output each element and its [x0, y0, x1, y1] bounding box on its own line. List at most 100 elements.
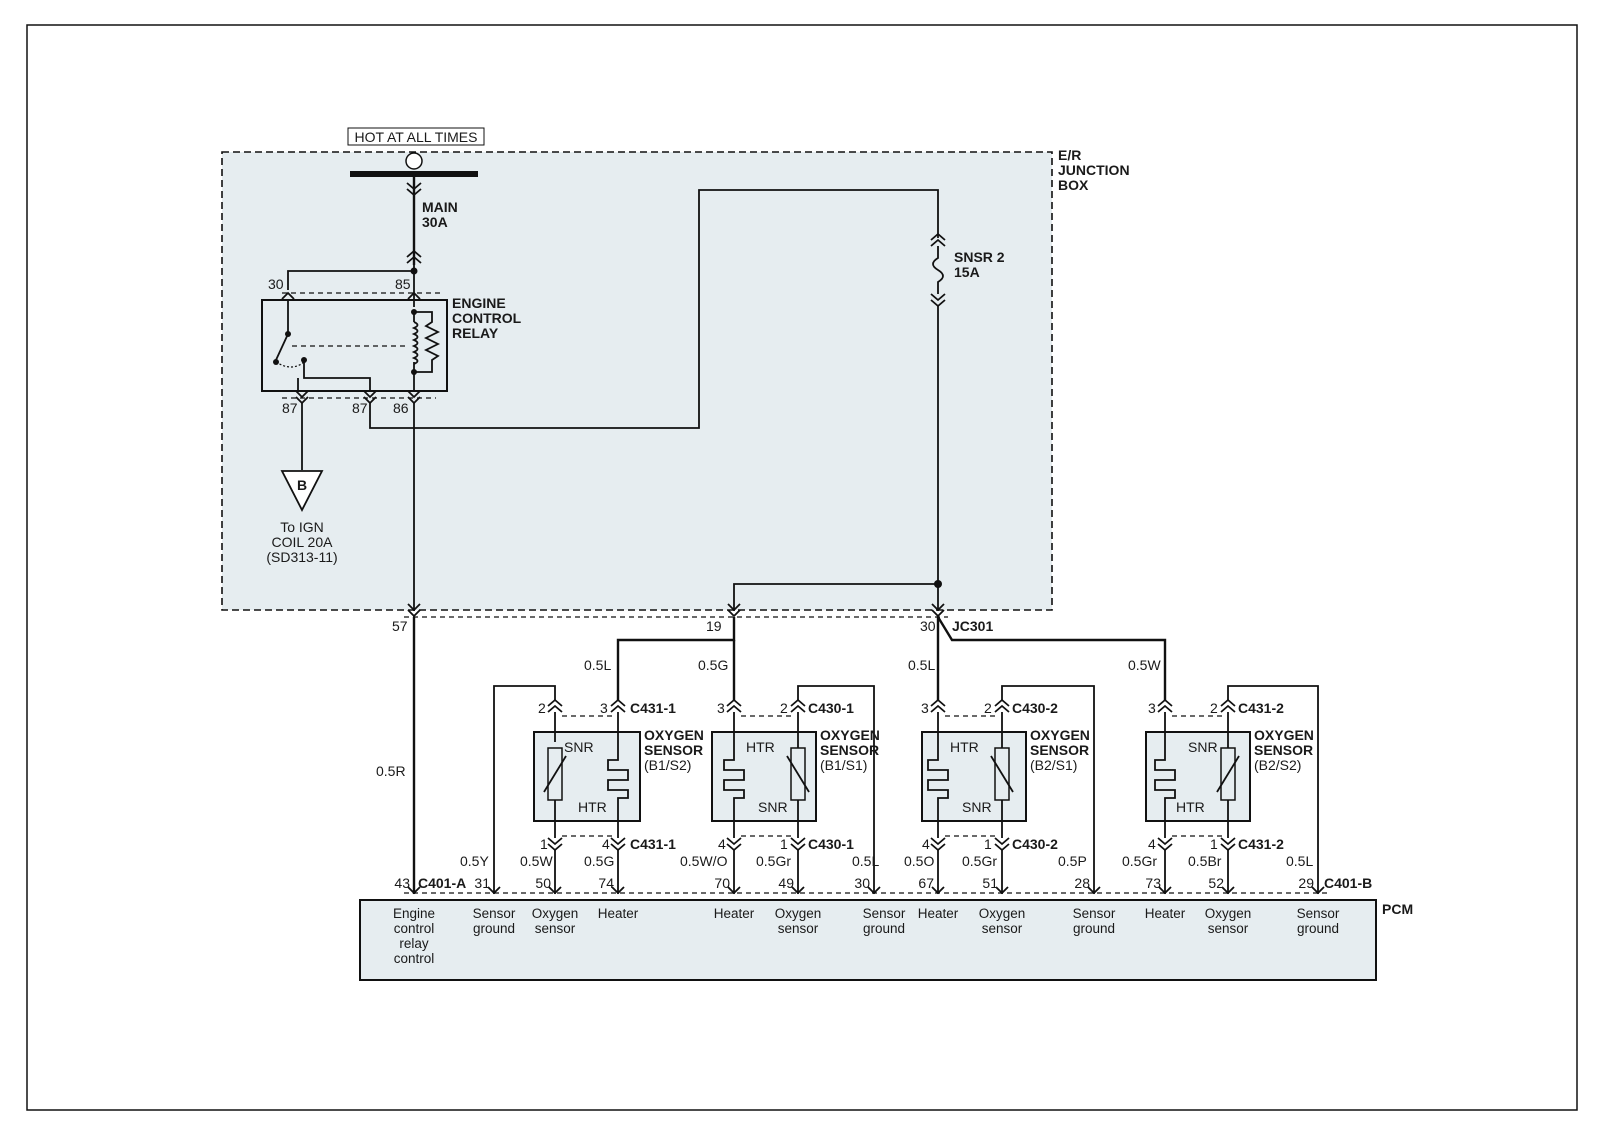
pcm-function-label: Heater	[918, 906, 959, 921]
sensor-internal-label: HTR	[746, 739, 775, 755]
wire-s4-0-5L: 0.5L	[1286, 853, 1313, 869]
wire-s3-0-5P: 0.5P	[1058, 853, 1087, 869]
relay-pin-30: 30	[268, 276, 284, 292]
pin-arrow	[791, 886, 805, 895]
pin-arrow	[995, 886, 1009, 895]
junction-box-label-3: BOX	[1058, 177, 1089, 193]
pcm-function-label: Heater	[598, 906, 639, 921]
pcm-function-label: Oxygen	[1205, 906, 1252, 921]
pcm-pin-73: 73	[1145, 875, 1161, 891]
pin-arrow	[1221, 886, 1235, 895]
bus-terminal	[405, 152, 423, 170]
wire-s1-0-5G: 0.5G	[584, 853, 614, 869]
pcm-pin-31: 31	[474, 875, 490, 891]
wire-s1-0-5Y: 0.5Y	[460, 853, 489, 869]
pin: 4	[718, 836, 726, 852]
pcm-pin-52: 52	[1208, 875, 1224, 891]
pcm-function-label: Oxygen	[979, 906, 1026, 921]
relay-pin-85: 85	[395, 276, 411, 292]
pin: 1	[1210, 836, 1218, 852]
pin-arrow	[611, 886, 625, 895]
pcm-function-label: Oxygen	[775, 906, 822, 921]
pcm-function-label: sensor	[535, 921, 576, 936]
pcm-function-label: Oxygen	[532, 906, 579, 921]
jc301-label: JC301	[952, 618, 993, 634]
pcm-pin-29: 29	[1298, 875, 1314, 891]
wire-0-5R: 0.5R	[376, 763, 406, 779]
junction-box-label-1: E/R	[1058, 147, 1081, 163]
power-source-box	[347, 127, 485, 146]
oxygen-sensor-b2-s2: 3 2 C431-2 SNR HTR OXYGEN SENSOR (B2/S2)…	[1145, 685, 1319, 894]
wire-s4-0-5Gr: 0.5Gr	[1122, 853, 1157, 869]
sensor-position: (B1/S2)	[644, 757, 691, 773]
sensor-name: OXYGEN	[1030, 727, 1090, 743]
pcm-pin-50: 50	[535, 875, 551, 891]
sensor-name: OXYGEN	[644, 727, 704, 743]
pin-arrow	[867, 886, 881, 895]
wire-s4-0-5Br: 0.5Br	[1188, 853, 1222, 869]
wire-s2-0-5WO: 0.5W/O	[680, 853, 728, 869]
wire-s2-0-5Gr: 0.5Gr	[756, 853, 791, 869]
pcm-pin-49: 49	[778, 875, 794, 891]
pcm-pin-43: 43	[394, 875, 410, 891]
oxygen-sensor-b2-s1: 3 2 C430-2 HTR SNR OXYGEN SENSOR (B2/S1)…	[921, 685, 1095, 894]
connector-label: C430-2	[1012, 700, 1058, 716]
sensor-internal-label: HTR	[950, 739, 979, 755]
relay-pin-87a: 87	[282, 400, 298, 416]
relay-pin-87b: 87	[352, 400, 368, 416]
wire-0-5G: 0.5G	[698, 657, 728, 673]
pcm-function-label: Heater	[1145, 906, 1186, 921]
wire-s2-0-5L: 0.5L	[852, 853, 879, 869]
pcm-function-ecr: Engine control relay control	[393, 906, 435, 966]
wire-s3-0-5Gr: 0.5Gr	[962, 853, 997, 869]
pin-arrow	[1087, 886, 1101, 895]
pcm-pin-74: 74	[598, 875, 614, 891]
pcm-box	[359, 899, 1377, 981]
ign-ref-label-3: (SD313-11)	[266, 549, 337, 565]
relay-pin-86: 86	[393, 400, 409, 416]
pcm-function-label: Sensor	[473, 906, 516, 921]
wire-s1-0-5W: 0.5W	[520, 853, 553, 869]
page-frame	[26, 24, 1578, 1111]
pcm-pin-70: 70	[714, 875, 730, 891]
pin-arrow	[1158, 886, 1172, 895]
pin: 2	[538, 700, 546, 716]
connector-label: C431-2	[1238, 836, 1284, 852]
wire-0-5L-a: 0.5L	[584, 657, 611, 673]
pcm-function-label: sensor	[1208, 921, 1249, 936]
oxygen-sensor-b1-s2: 2 3 C431-1 SNR HTR OXYGEN SENSOR (B1/S2)…	[493, 685, 704, 894]
sensor-internal-label: SNR	[1188, 739, 1218, 755]
relay-label-3: RELAY	[452, 325, 499, 341]
wire-s3-0-5O: 0.5O	[904, 853, 934, 869]
pin: 2	[984, 700, 992, 716]
connector-c401-a: C401-A	[418, 875, 466, 891]
pin: 2	[1210, 700, 1218, 716]
pin: 3	[600, 700, 608, 716]
sensor-name: OXYGEN	[1254, 727, 1314, 743]
pcm-pin-30: 30	[854, 875, 870, 891]
pcm-function-label: ground	[1073, 921, 1115, 936]
connector-label: C431-2	[1238, 700, 1284, 716]
pcm-function-label: ground	[473, 921, 515, 936]
connector-label: C430-1	[808, 836, 854, 852]
power-source-label: HOT AT ALL TIMES	[355, 129, 478, 145]
ign-ref-label-1: To IGN	[280, 519, 324, 535]
fn-label: relay	[399, 936, 429, 951]
ign-ref-label-2: COIL 20A	[272, 534, 334, 550]
pin: 3	[921, 700, 929, 716]
pin-arrow	[548, 886, 562, 895]
pcm-pin-arrows	[407, 886, 1325, 895]
pcm-pin-67: 67	[918, 875, 934, 891]
pcm-function-label: sensor	[982, 921, 1023, 936]
pin: 1	[984, 836, 992, 852]
pcm-function-label: Heater	[714, 906, 755, 921]
snsr-fuse-label-2: 15A	[954, 264, 980, 280]
relay-label-1: ENGINE	[452, 295, 506, 311]
pin: 4	[922, 836, 930, 852]
wire-0-5L-b: 0.5L	[908, 657, 935, 673]
relay-label-2: CONTROL	[452, 310, 522, 326]
connector-label: C430-1	[808, 700, 854, 716]
pin: 2	[780, 700, 788, 716]
